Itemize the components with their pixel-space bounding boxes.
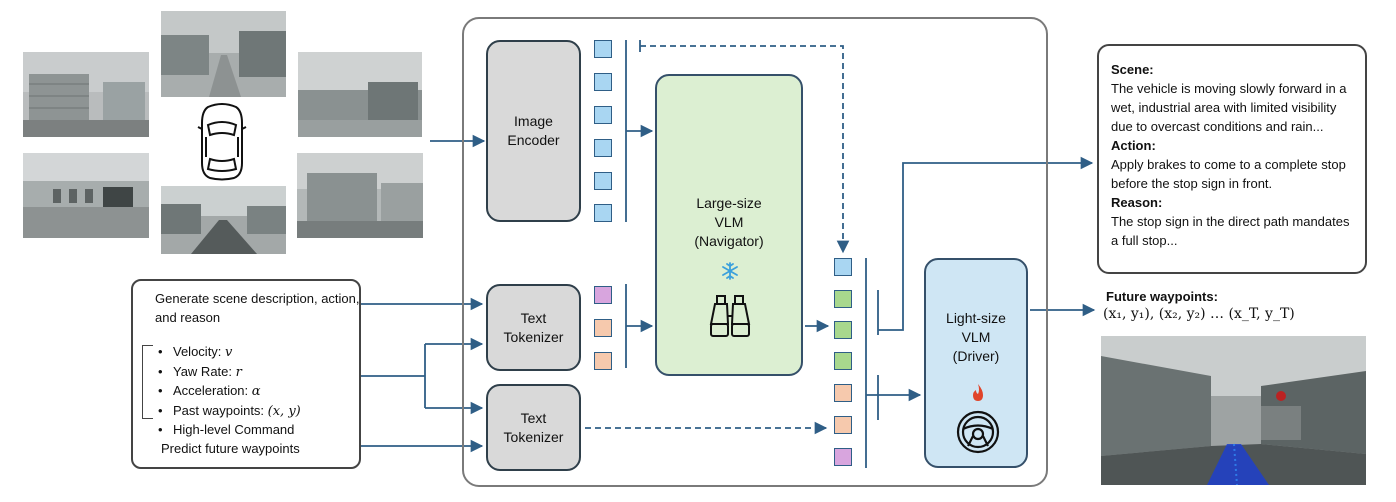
flame-icon	[971, 384, 985, 407]
prompt-item-past-waypoints: Past waypoints: (x, y)	[155, 402, 301, 422]
prompt-instruction: Generate scene description, action, and …	[155, 291, 360, 325]
text-tokenizer-1-box: Text Tokenizer	[486, 284, 581, 371]
image-token	[594, 106, 612, 124]
prompt-item-command: High-level Command	[155, 421, 301, 440]
predicted-trajectory-image	[1101, 336, 1366, 485]
text-token	[594, 319, 612, 337]
image-token	[594, 73, 612, 91]
future-waypoints-expression: (x₁, y₁), (x₂, y₂) … (x_T, y_T)	[1103, 306, 1295, 322]
prompt-predict: Predict future waypoints	[161, 441, 300, 456]
reason-text: The stop sign in the direct path mandate…	[1111, 214, 1350, 248]
reason-label: Reason:	[1111, 195, 1163, 210]
action-label: Action:	[1111, 138, 1156, 153]
camera-image-front	[161, 11, 286, 97]
camera-image-back-right	[297, 153, 423, 238]
camera-image-front-left	[23, 52, 149, 137]
binoculars-icon	[708, 294, 752, 343]
image-token	[834, 258, 852, 276]
steering-wheel-icon	[956, 410, 1000, 459]
navigator-token	[834, 290, 852, 308]
camera-image-back	[161, 186, 286, 254]
navigator-label: Large-size VLM (Navigator)	[694, 195, 764, 249]
driver-label: Light-size VLM (Driver)	[946, 310, 1006, 364]
text-tokenizer-2-box: Text Tokenizer	[486, 384, 581, 471]
image-token	[594, 172, 612, 190]
image-encoder-box: Image Encoder	[486, 40, 581, 222]
prompt-item-acceleration: Acceleration: α	[155, 382, 301, 402]
input-prompt-box: Generate scene description, action, and …	[131, 279, 361, 469]
command-token	[594, 286, 612, 304]
navigator-token	[834, 352, 852, 370]
navigator-vlm-box: Large-size VLM (Navigator)	[655, 74, 803, 376]
future-waypoints-title: Future waypoints:	[1106, 289, 1218, 304]
car-top-view-icon	[196, 101, 248, 181]
camera-image-back-left	[23, 153, 149, 238]
image-token	[594, 204, 612, 222]
output-text-box: Scene: The vehicle is moving slowly forw…	[1097, 44, 1367, 274]
navigator-token	[834, 321, 852, 339]
scene-text: The vehicle is moving slowly forward in …	[1111, 81, 1347, 134]
text-token	[834, 416, 852, 434]
snowflake-icon	[721, 262, 739, 285]
command-token	[834, 448, 852, 466]
prompt-item-velocity: Velocity: v	[155, 343, 301, 363]
prompt-item-yaw-rate: Yaw Rate: r	[155, 363, 301, 383]
bracket	[142, 345, 153, 419]
text-token	[594, 352, 612, 370]
prompt-items: Velocity: v Yaw Rate: r Acceleration: α …	[155, 343, 301, 440]
image-token	[594, 40, 612, 58]
text-token	[834, 384, 852, 402]
action-text: Apply brakes to come to a complete stop …	[1111, 157, 1346, 191]
driver-vlm-box: Light-size VLM (Driver)	[924, 258, 1028, 468]
scene-label: Scene:	[1111, 62, 1154, 77]
camera-image-front-right	[298, 52, 422, 137]
image-token	[594, 139, 612, 157]
